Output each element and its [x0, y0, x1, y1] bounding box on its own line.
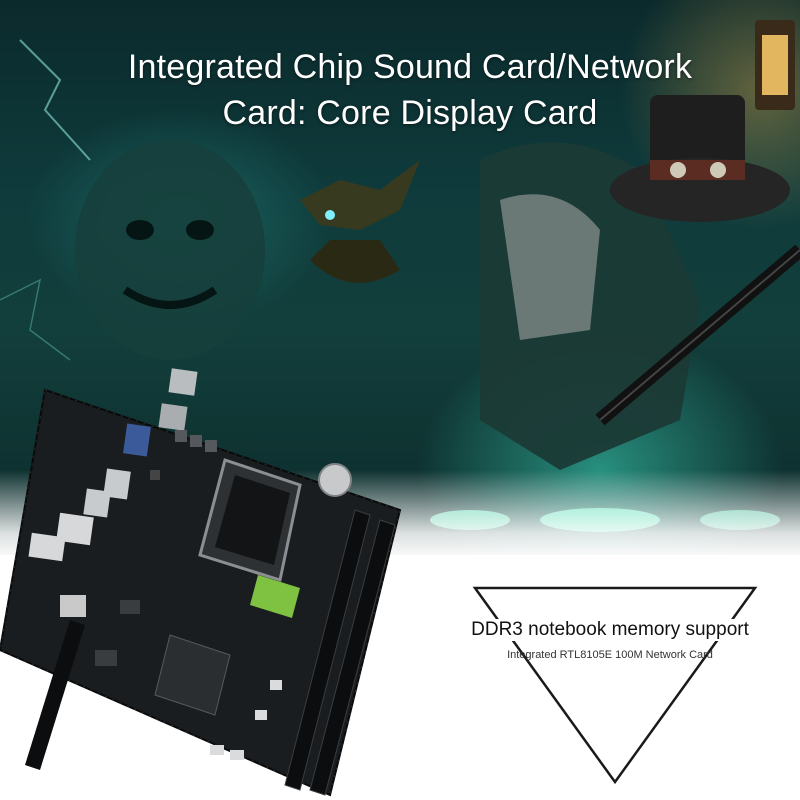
inverted-triangle-outline — [472, 586, 758, 785]
spec-subtitle: Integrated RTL8105E 100M Network Card — [507, 649, 713, 661]
spec-title: DDR3 notebook memory support — [440, 619, 780, 641]
headline: Integrated Chip Sound Card/Network Card:… — [60, 44, 760, 136]
motherboard-illustration — [0, 368, 402, 797]
headline-line-2: Card: Core Display Card — [222, 94, 598, 132]
background-illustration — [0, 20, 800, 532]
motherboard-image — [0, 350, 430, 800]
headline-line-1: Integrated Chip Sound Card/Network — [127, 48, 693, 86]
